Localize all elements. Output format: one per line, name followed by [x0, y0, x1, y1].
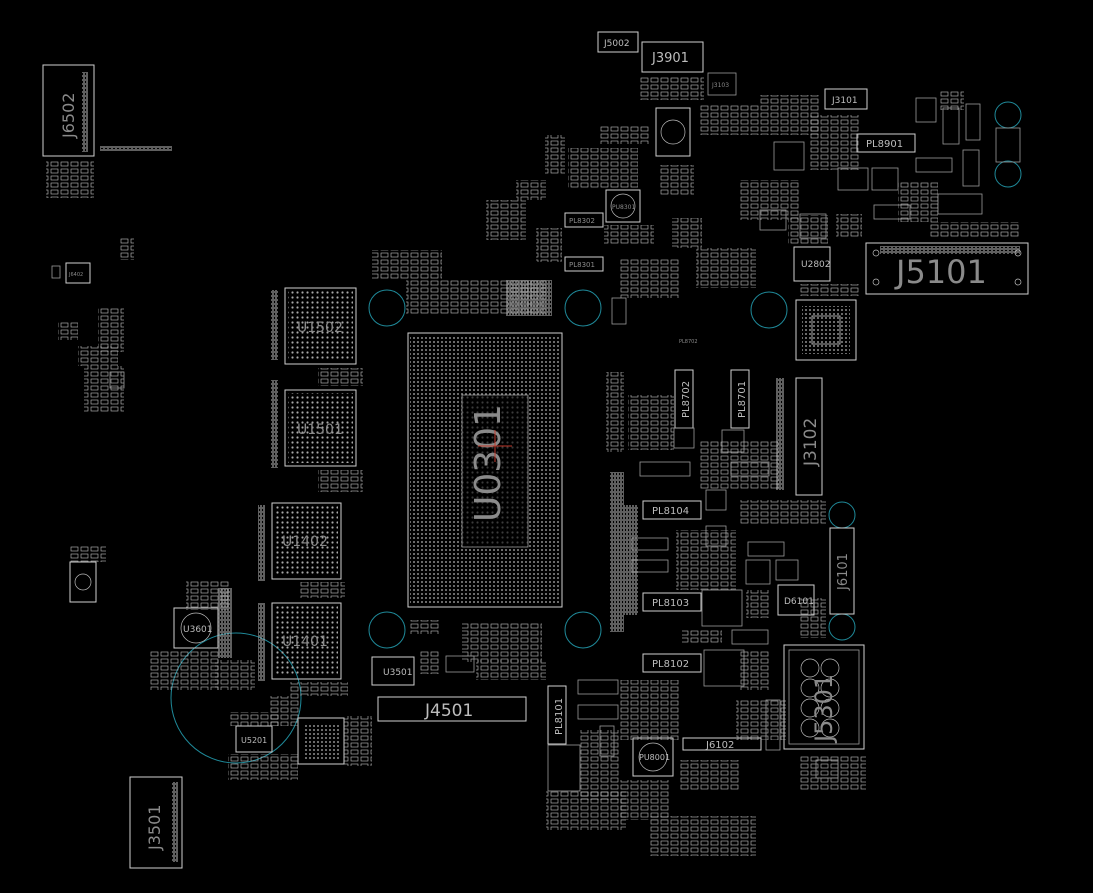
- ic-u3901[interactable]: [655, 107, 691, 157]
- u3501-label: U3501: [383, 668, 413, 678]
- j5301-label: J5301: [810, 674, 838, 744]
- cpu-u0301[interactable]: U0301: [407, 332, 563, 608]
- pl8103-label: PL8103: [652, 598, 689, 609]
- small-component-labels: PL8702: [679, 339, 698, 345]
- ic-u2801[interactable]: [795, 299, 857, 361]
- memory-passives: [258, 290, 363, 696]
- d6101-label: D6101: [784, 597, 814, 607]
- pl8702-label: PL8702: [681, 381, 692, 418]
- ic-u3601[interactable]: U3601: [173, 607, 219, 649]
- connector-j6101[interactable]: J6101: [829, 527, 855, 615]
- j3501-label: J3501: [145, 805, 164, 851]
- passive-component-clusters: [51, 76, 1021, 856]
- inductor-pl8301[interactable]: PL8301: [564, 256, 604, 272]
- ic-u3501[interactable]: U3501: [371, 656, 415, 686]
- pl8301-label: PL8301: [569, 261, 595, 269]
- j5002-label: J5002: [603, 39, 630, 49]
- pl8701-label: PL8701: [737, 381, 748, 418]
- u1401-label: U1401: [282, 634, 328, 650]
- connector-j3501[interactable]: J3501: [129, 776, 183, 869]
- inductor-pl8101[interactable]: PL8101: [547, 685, 567, 745]
- connector-j3101[interactable]: J3101: [824, 88, 868, 110]
- pu8001-label: PU8001: [639, 753, 670, 762]
- inductor-pl8702[interactable]: PL8702: [674, 369, 694, 429]
- u6402-label: J6402: [68, 272, 83, 278]
- connector-j5002[interactable]: J5002: [597, 31, 639, 53]
- ic-u5201[interactable]: U5201: [235, 725, 273, 753]
- pl8101-label: PL8101: [554, 698, 565, 735]
- j6502-label: J6502: [59, 93, 78, 139]
- inductor-pl8901[interactable]: PL8901: [856, 133, 916, 153]
- ic-u6501[interactable]: [69, 561, 97, 603]
- u1502-label: U1502: [297, 320, 343, 336]
- u1402-label: U1402: [282, 534, 328, 550]
- memory-u1402[interactable]: U1402: [271, 502, 342, 580]
- inductor-pl8103[interactable]: PL8103: [642, 592, 702, 612]
- j3102-label: J3102: [801, 418, 821, 467]
- connector-j3102[interactable]: J3102: [776, 377, 823, 496]
- inductor-pl8102[interactable]: PL8102: [642, 653, 702, 673]
- pl8102-label: PL8102: [652, 659, 689, 670]
- inductor-pl8701[interactable]: PL8701: [730, 369, 750, 429]
- connector-j4501[interactable]: J4501: [377, 696, 527, 722]
- u2802-label: U2802: [801, 260, 831, 270]
- j3101-label: J3101: [831, 96, 858, 106]
- cpu-label: U0301: [468, 404, 509, 522]
- regulator-pu8001[interactable]: PU8001: [632, 737, 674, 777]
- pl8901-label: PL8901: [866, 139, 903, 150]
- connector-j3103[interactable]: J3103: [707, 72, 737, 96]
- j6101-label: J6101: [836, 553, 851, 591]
- u1501-label: U1501: [297, 422, 343, 438]
- inductor-pl8302[interactable]: PL8302: [564, 212, 604, 228]
- pl8702-sub: PL8702: [679, 339, 698, 345]
- u5201-label: U5201: [241, 736, 267, 745]
- j3901-label: J3901: [651, 51, 689, 66]
- j5101-label: J5101: [894, 253, 987, 291]
- j6102-label: J6102: [705, 740, 734, 751]
- j4501-label: J4501: [424, 701, 473, 721]
- ic-u2802[interactable]: U2802: [793, 246, 831, 282]
- inductor-pl8104[interactable]: PL8104: [642, 500, 702, 520]
- connector-j5101[interactable]: J5101: [865, 242, 1029, 295]
- ic-u6402[interactable]: J6402: [65, 262, 91, 284]
- pl8302-label: PL8302: [569, 217, 595, 225]
- memory-u1401[interactable]: U1401: [271, 602, 342, 680]
- connector-j6102[interactable]: J6102: [682, 737, 762, 751]
- connector-j3901[interactable]: J3901: [641, 41, 704, 73]
- pu8301-label: PU8301: [612, 204, 635, 211]
- connector-j5301[interactable]: J5301: [783, 644, 865, 750]
- u3601-label: U3601: [183, 625, 213, 635]
- ic-u5202[interactable]: [297, 717, 345, 765]
- pl8104-label: PL8104: [652, 506, 689, 517]
- memory-u1501[interactable]: U1501: [284, 389, 357, 467]
- memory-u1502[interactable]: U1502: [284, 287, 357, 365]
- j3103-label: J3103: [711, 82, 729, 89]
- connector-j6502[interactable]: J6502: [42, 64, 172, 198]
- regulator-pu8301[interactable]: PU8301: [605, 189, 641, 223]
